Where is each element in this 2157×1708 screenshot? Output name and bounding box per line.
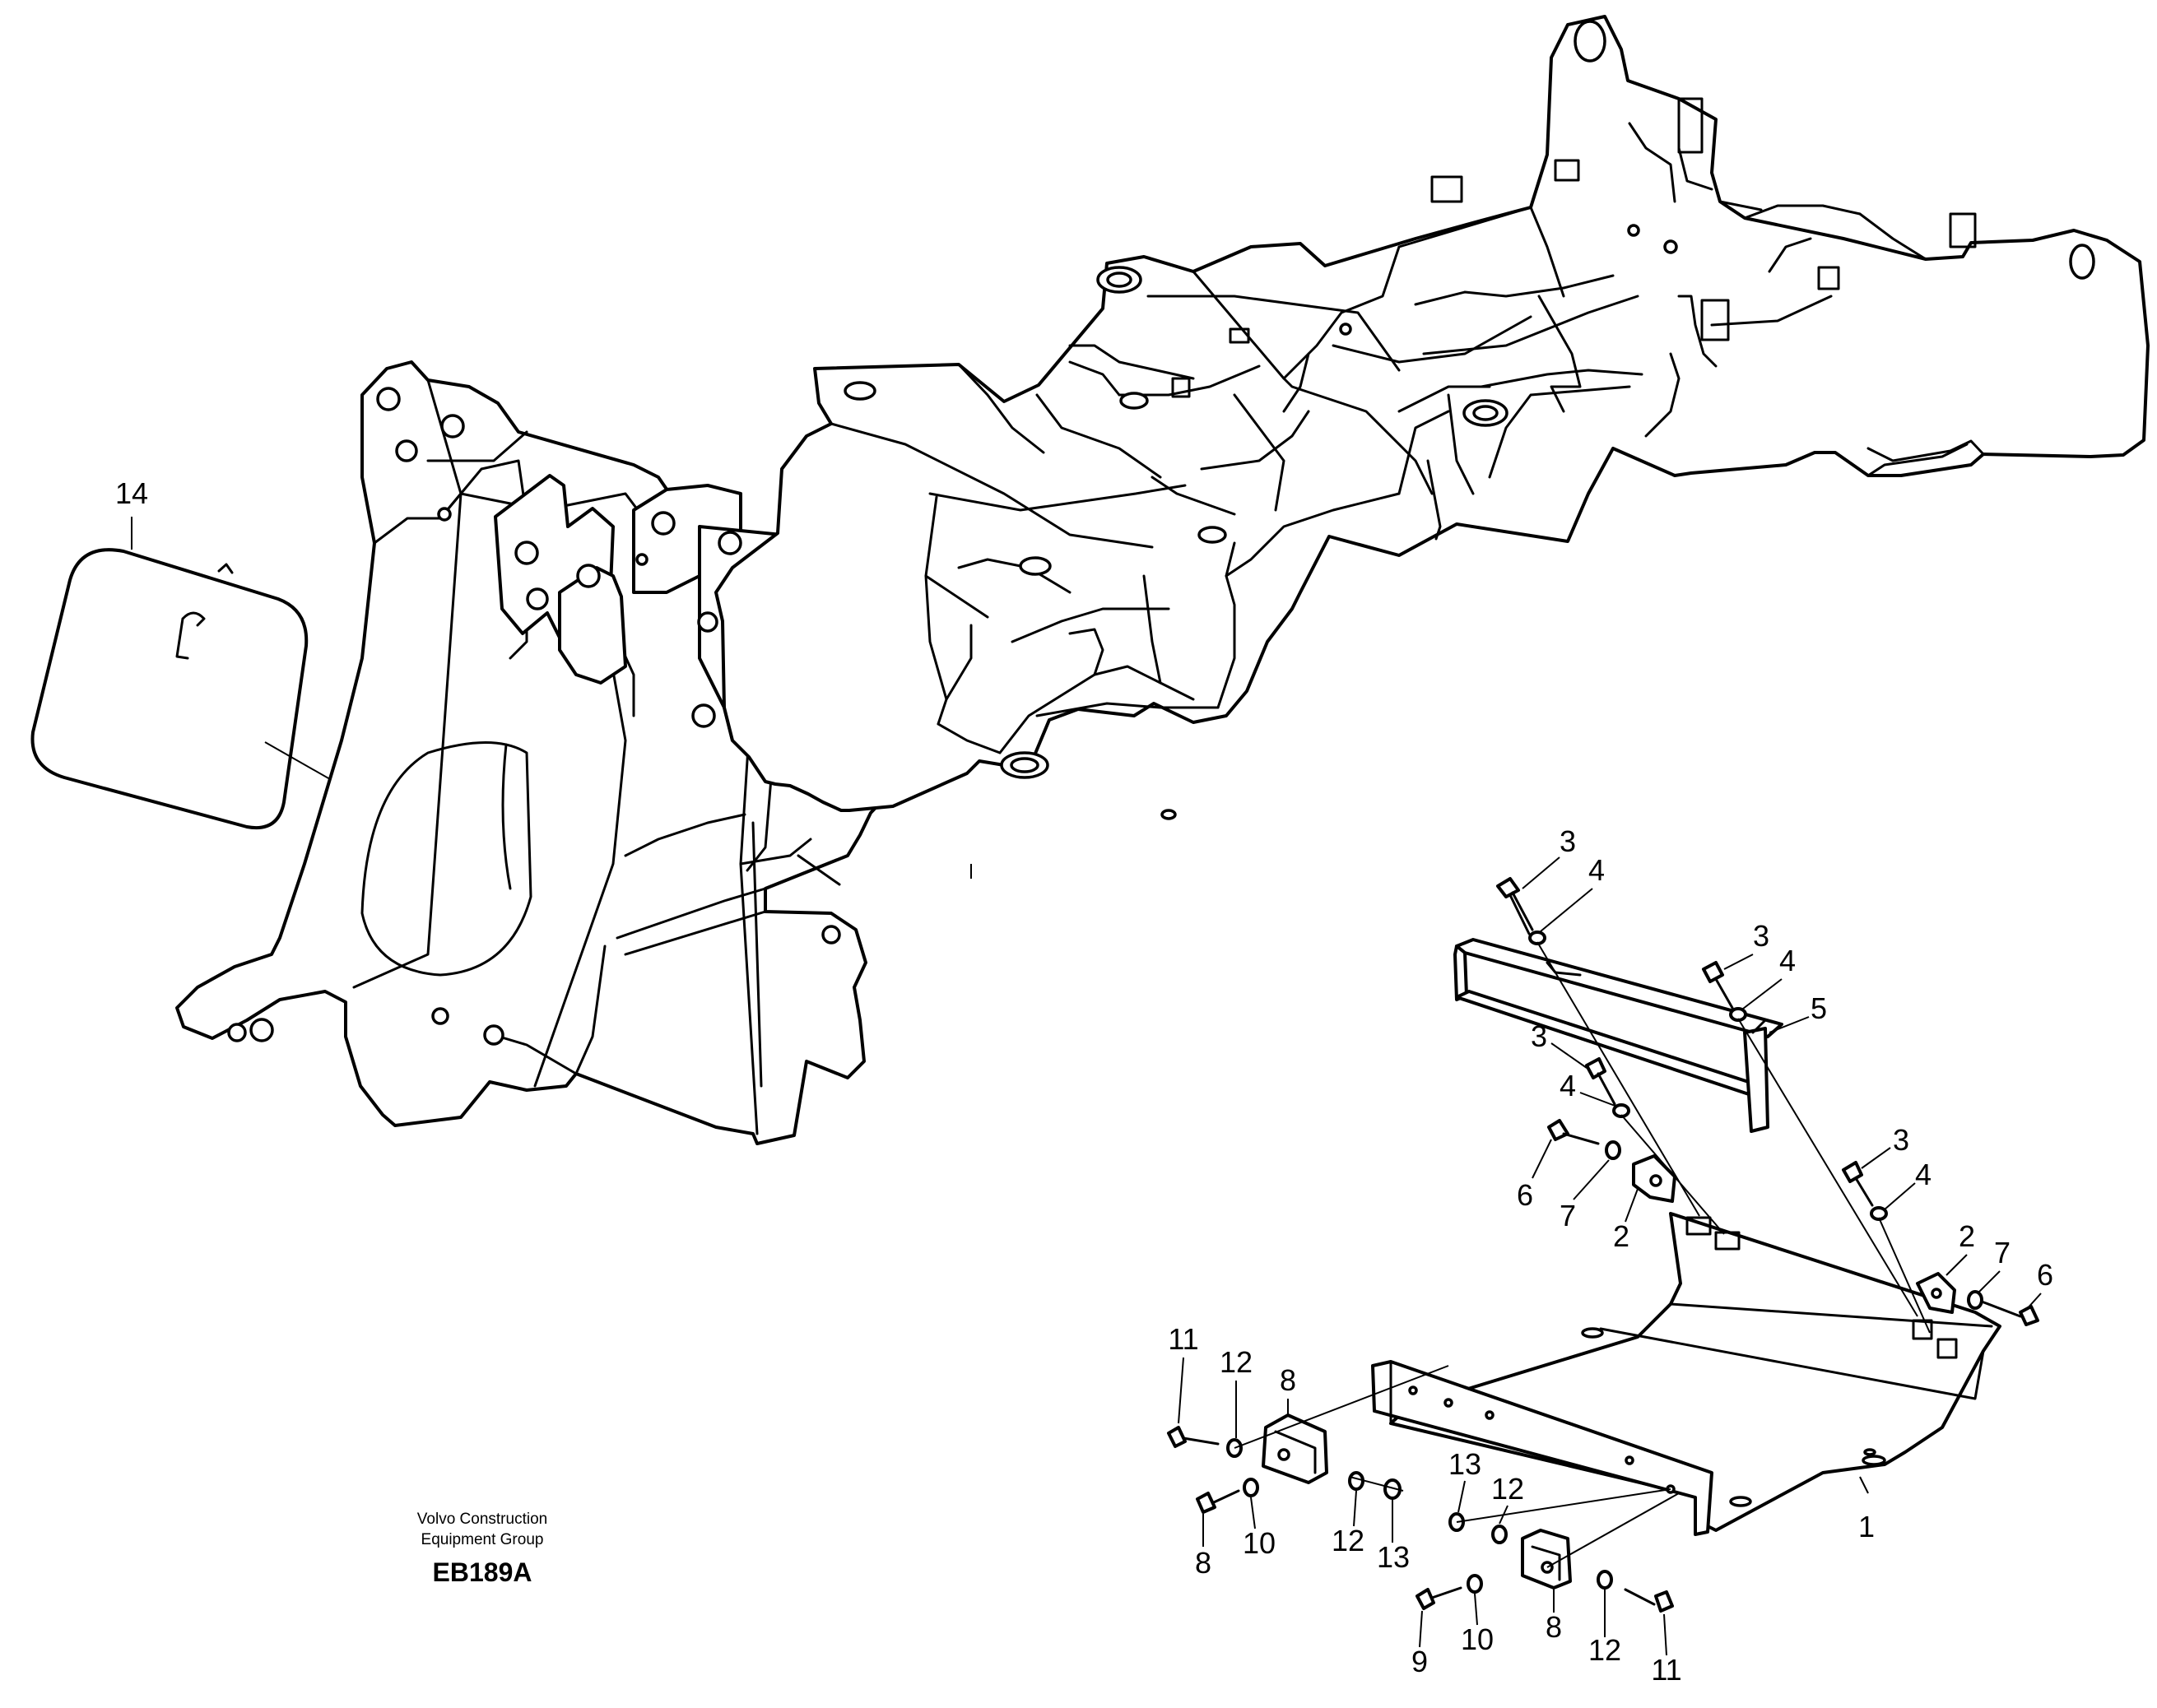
callout-4: 4 — [1915, 1158, 1932, 1191]
callout-12: 12 — [1491, 1472, 1524, 1506]
callout-7: 7 — [1994, 1236, 2011, 1269]
callout-12: 12 — [1332, 1524, 1364, 1557]
callout-6: 6 — [1517, 1178, 1533, 1212]
callout-4: 4 — [1779, 944, 1796, 977]
credit-block: Volvo Construction Equipment Group EB189… — [417, 1511, 547, 1587]
callout-14: 14 — [115, 476, 148, 510]
guard-bar-5 — [1453, 938, 1783, 1133]
callout-13: 13 — [1377, 1540, 1410, 1574]
callout-4: 4 — [1588, 853, 1605, 887]
bracket-2-left — [1632, 1154, 1676, 1203]
callout-3: 3 — [1753, 919, 1769, 953]
callout-3: 3 — [1893, 1123, 1909, 1157]
callout-2: 2 — [1959, 1219, 1975, 1253]
callout-13: 13 — [1448, 1447, 1481, 1481]
callout-12: 12 — [1220, 1345, 1253, 1379]
callout-12: 12 — [1588, 1633, 1621, 1667]
callout-1: 1 — [1858, 1510, 1875, 1543]
callout-8: 8 — [1195, 1546, 1211, 1580]
callout-7: 7 — [1560, 1199, 1576, 1232]
callout-5: 5 — [1811, 991, 1827, 1025]
callout-4: 4 — [1560, 1069, 1576, 1102]
credit-line-2: Equipment Group — [421, 1531, 544, 1548]
callout-2: 2 — [1613, 1219, 1629, 1253]
rear-frame — [714, 15, 2150, 820]
callout-10: 10 — [1461, 1622, 1494, 1656]
callout-11: 11 — [1168, 1322, 1198, 1356]
callout-3: 3 — [1531, 1019, 1547, 1053]
callout-9: 9 — [1411, 1645, 1428, 1678]
credit-line-1: Volvo Construction — [417, 1511, 547, 1528]
hardware-fasteners — [1167, 877, 2039, 1613]
callout-6: 6 — [2037, 1258, 2053, 1292]
bracket-2-right — [1916, 1272, 1956, 1314]
callout-8: 8 — [1546, 1610, 1562, 1644]
callout-8: 8 — [1280, 1363, 1296, 1397]
callout-10: 10 — [1243, 1526, 1276, 1560]
callout-numbers: 14 3 4 3 4 5 3 4 3 4 6 7 2 2 7 6 11 12 8… — [115, 476, 2053, 1687]
drawing-code: EB189A — [433, 1557, 532, 1587]
base-plate-1 — [1371, 1212, 2001, 1536]
leader-lines — [970, 864, 1931, 1568]
callout-11: 11 — [1651, 1653, 1681, 1687]
cover-plate-14 — [30, 517, 476, 863]
callout-3: 3 — [1560, 824, 1576, 858]
